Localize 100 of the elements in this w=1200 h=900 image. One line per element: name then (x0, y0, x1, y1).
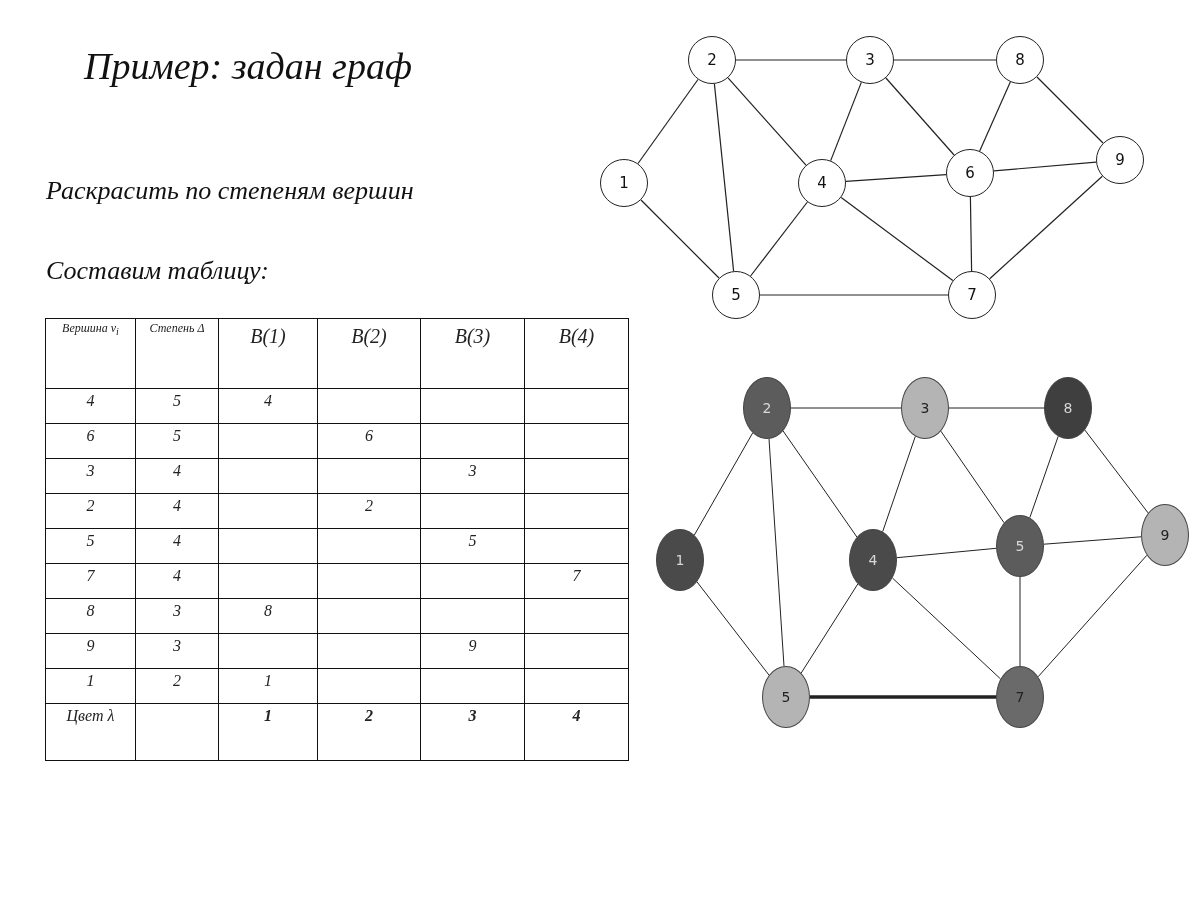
graph-edge (893, 59, 997, 61)
vertex-circle (798, 159, 846, 207)
table-cell-text: 1 (264, 671, 272, 691)
graph-edge (750, 201, 808, 277)
vertex-circle (762, 666, 810, 728)
graph-edge (640, 199, 720, 279)
graph-edge (735, 59, 847, 61)
vertex-circle (846, 36, 894, 84)
vertex-label: 5 (1015, 538, 1025, 554)
table-cell-text: 7 (572, 566, 581, 586)
vertex-label: 3 (865, 51, 875, 69)
table-cell-text: 4 (264, 391, 272, 411)
graph-edge (759, 294, 949, 296)
table-cell-text: 7 (86, 566, 95, 586)
graph-edge (830, 81, 862, 162)
vertex-circle (1096, 136, 1144, 184)
graph-edge (713, 83, 735, 272)
graph-edge (882, 435, 916, 533)
vertex-circle (743, 377, 791, 439)
table-cell-text: 8 (86, 601, 95, 621)
graph-edge (969, 196, 973, 272)
title: Пример: задан граф (84, 44, 412, 88)
vertex-circle (901, 377, 949, 439)
graph-edge (693, 432, 754, 536)
table-cell-text: 3 (173, 636, 181, 656)
graph-edge (948, 407, 1045, 409)
vertex-label: 3 (920, 400, 930, 416)
table-cell-text: 5 (173, 391, 181, 411)
vertex-circle (946, 149, 994, 197)
graph-edge (1037, 554, 1148, 678)
vertex-label: 1 (675, 552, 685, 568)
graph-edge (885, 77, 955, 156)
table-cell-text: 2 (173, 671, 181, 691)
graph-edge (790, 407, 902, 409)
graph-edge (979, 81, 1011, 152)
subtitle: Раскрасить по степеням вершин (46, 176, 414, 206)
table-cell-text: 3 (468, 461, 477, 481)
table-cell-text: B(3) (454, 324, 491, 349)
vertex-label: 9 (1115, 151, 1125, 169)
graph-edge (782, 430, 858, 538)
vertex-label: 2 (707, 51, 717, 69)
table-cell-text: 4 (173, 566, 181, 586)
table-cell-text: 2 (86, 496, 95, 516)
vertex-label: 9 (1160, 527, 1170, 543)
graph-edge (810, 695, 996, 699)
graph-edge (800, 583, 859, 674)
table-cell: Вершина v$_{i}$ (62, 321, 119, 339)
vertex-label: 5 (781, 689, 791, 705)
graph-edge (896, 547, 997, 559)
vertex-label: 5 (731, 286, 741, 304)
table-cell-text: 3 (468, 706, 477, 726)
graph-edge (989, 175, 1103, 280)
graph-edge (993, 161, 1097, 172)
vertex-label: 7 (1015, 689, 1025, 705)
vertex-circle (996, 515, 1044, 577)
table-cell-text: 2 (365, 496, 373, 516)
graph-edge (840, 196, 954, 282)
graph-edge (696, 581, 770, 676)
table-cell-text: 3 (173, 601, 181, 621)
graph-edge (1036, 76, 1104, 144)
table-cell-text: 8 (264, 601, 272, 621)
table-cell-text: 2 (365, 706, 373, 726)
vertex-label: 4 (817, 174, 827, 192)
graph-edge (1043, 536, 1142, 545)
table-cell-text: 4 (173, 496, 181, 516)
table-cell-text: 4 (86, 391, 95, 411)
graph-edge (1019, 576, 1021, 667)
graph-edge (892, 577, 1001, 680)
graph-edge (1084, 429, 1149, 514)
vertex-label: 1 (619, 174, 629, 192)
vertex-label: 4 (868, 552, 878, 568)
table-cell-text: 1 (264, 706, 272, 726)
table-cell-text: 9 (468, 636, 477, 656)
table-cell-text: 4 (173, 531, 181, 551)
table-cell-text: 5 (86, 531, 95, 551)
vertex-circle (688, 36, 736, 84)
vertex-label: 8 (1063, 400, 1073, 416)
vertex-label: 6 (965, 164, 975, 182)
graph-edge (637, 78, 699, 165)
graph-edge (845, 174, 947, 182)
table-cell-text: B(4) (558, 324, 595, 349)
graph-edge (1029, 435, 1059, 519)
vertex-circle (656, 529, 704, 591)
subtitle: Составим таблицу: (46, 256, 269, 286)
table-cell-text: 6 (86, 426, 95, 446)
table-cell-text: 5 (173, 426, 181, 446)
vertex-circle (996, 36, 1044, 84)
table-cell-text: 9 (86, 636, 95, 656)
vertex-circle (948, 271, 996, 319)
vertex-label: 8 (1015, 51, 1025, 69)
vertex-circle (996, 666, 1044, 728)
table-cell-text: 3 (86, 461, 95, 481)
table-cell-text: 6 (365, 426, 373, 446)
graph-edge (768, 438, 785, 667)
table-cell: Степень Δ (149, 321, 205, 337)
table-cell-text: B(1) (250, 324, 286, 349)
vertex-circle (712, 271, 760, 319)
graph-edge (940, 430, 1005, 524)
vertex-circle (849, 529, 897, 591)
vertex-circle (1044, 377, 1092, 439)
